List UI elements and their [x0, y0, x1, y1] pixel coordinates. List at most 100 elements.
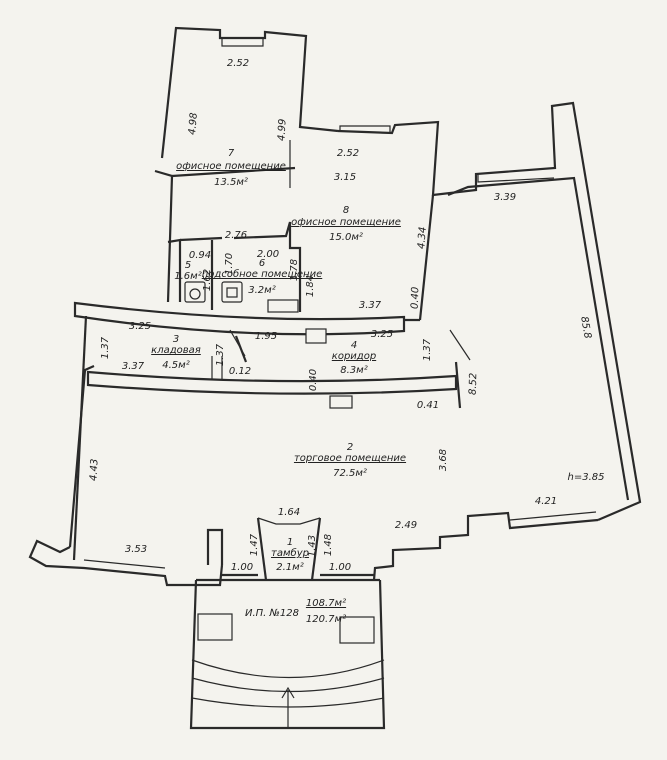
wall-office-7: [160, 26, 339, 159]
dim-label: 4.43: [88, 458, 100, 481]
dim-label: 4.98: [187, 112, 200, 135]
outer-walls: [28, 26, 642, 587]
room-1-area: 2.1м²: [276, 562, 303, 573]
window-hall-right: [509, 511, 597, 521]
vestibule-post-left: [206, 528, 224, 565]
dim-label: 2.52: [337, 148, 359, 159]
toilet-fixture: [184, 281, 206, 303]
dimension-labels: 2.52 4.98 4.99 2.52 3.15 3.39 85.8 2.76 …: [88, 58, 604, 573]
room-2-area: 72.5м²: [333, 468, 367, 479]
room-6-name: подсобное помещение: [202, 268, 322, 280]
entry-arrow-icon: [281, 686, 295, 699]
room-3-num: 3: [173, 334, 179, 345]
porch-planter-right: [339, 616, 375, 644]
summary-area-b: 120.7м²: [306, 614, 346, 625]
dim-label: 2.52: [227, 58, 249, 69]
room-8-area: 15.0м²: [329, 232, 363, 243]
dim-label: 0.94: [189, 250, 211, 261]
dim-label: 3.37: [122, 361, 145, 372]
dim-label: 3.53: [125, 544, 147, 555]
dim-label: 1.48: [323, 534, 334, 556]
dim-label: 2.49: [395, 520, 417, 531]
dim-label: 1.95: [255, 331, 277, 342]
room-5-area: 1.6м²: [174, 271, 201, 282]
room-5-num: 5: [185, 260, 191, 271]
room-8-name: офисное помещение: [291, 217, 401, 228]
dim-label: 0.12: [229, 366, 251, 377]
entrance-steps: [189, 579, 386, 730]
dim-label: 4.34: [416, 226, 429, 249]
dim-label: 3.25: [129, 321, 151, 332]
wall-corridor-right: [454, 361, 462, 409]
dim-label: 1.00: [329, 562, 351, 573]
wall-room-6: [233, 221, 302, 312]
dim-label: 1.84: [305, 275, 316, 297]
room-4-num: 4: [351, 340, 357, 351]
sink-basin: [226, 287, 238, 298]
wall-office-7-left: [154, 169, 174, 303]
wall-room-5-top: [179, 236, 223, 242]
room-8-num: 8: [343, 205, 349, 216]
room-2-name: торговое помещение: [294, 453, 406, 464]
summary-area-a: 108.7м²: [306, 598, 346, 609]
door-swing-storage: [229, 329, 246, 357]
room-7-num: 7: [228, 148, 235, 159]
dim-label: 1.37: [215, 343, 226, 366]
wall-hall-left: [68, 364, 95, 548]
dim-label: 1.64: [278, 507, 300, 518]
dim-label: 1.62: [202, 269, 213, 291]
room-3-area: 4.5м²: [162, 360, 189, 371]
sanitary-fixtures: [184, 281, 243, 303]
corridor-niche: [305, 328, 327, 344]
dim-label: 0.40: [410, 287, 422, 310]
porch-planter-left: [197, 613, 233, 641]
step-1: [191, 659, 385, 679]
door-swing-right: [449, 329, 471, 361]
vestibule: [196, 517, 380, 582]
dim-label: 1.47: [249, 533, 260, 556]
dim-label: 3.68: [438, 449, 449, 471]
room-labels: 7 офисное помещение 13.5м² 8 офисное пом…: [151, 148, 406, 573]
vestibule-top: [257, 517, 321, 525]
window-right: [477, 174, 555, 183]
area-summary: И.П. №128 108.7м² 120.7м²: [245, 598, 346, 625]
dim-label: 2.76: [225, 230, 247, 241]
wall-office-8: [337, 101, 642, 522]
room-4-area: 8.3м²: [340, 365, 367, 376]
dim-label: 0.40: [308, 369, 319, 391]
ceiling-height: h=3.85: [568, 472, 605, 483]
wall-hall-bottom-left: [28, 539, 224, 587]
dim-label: 85.8: [578, 316, 593, 340]
wall-left-outer: [72, 315, 88, 561]
dim-label: 8.52: [468, 373, 480, 396]
wall-office-8-right: [418, 194, 435, 321]
dim-label: 3.37: [359, 300, 382, 311]
summary-label: И.П. №128: [245, 608, 299, 619]
step-2: [191, 677, 385, 693]
dim-label: 1.37: [422, 338, 433, 361]
room-6-num: 6: [259, 258, 265, 269]
room-7-name: офисное помещение: [176, 161, 286, 172]
dim-label: 3.39: [494, 192, 516, 203]
vestibule-wall-left: [256, 517, 268, 581]
sink-fixture: [221, 281, 243, 303]
wall-7-8: [171, 166, 296, 178]
room-4-name: коридор: [332, 351, 376, 362]
toilet-bowl: [189, 288, 201, 300]
wall-corridor-upper: [73, 301, 406, 336]
room-6-area: 3.2м²: [248, 285, 275, 296]
dim-label: 0.41: [417, 400, 439, 411]
wall-hall-right: [447, 176, 630, 501]
dim-label: 1.43: [307, 535, 318, 557]
dim-label: 1.00: [231, 562, 253, 573]
dim-label: 1.37: [100, 336, 111, 359]
window-hall-left: [83, 559, 166, 569]
dim-label: 4.21: [535, 496, 557, 507]
step-3: [191, 697, 385, 708]
wall-hall-bottom-right: [372, 511, 599, 581]
hall-niche: [329, 395, 353, 409]
dim-label: 3.15: [334, 172, 356, 183]
dim-label: 3.25: [371, 329, 393, 340]
